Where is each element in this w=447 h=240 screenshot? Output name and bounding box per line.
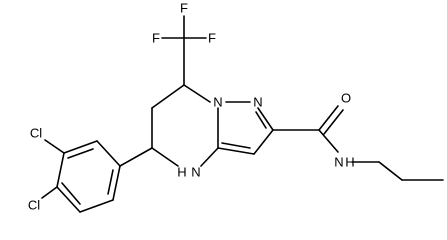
nitrogen-label: N	[191, 165, 200, 180]
bond	[119, 147, 153, 167]
bond	[257, 107, 274, 131]
bond	[323, 109, 344, 135]
bond	[200, 147, 219, 167]
bond	[79, 199, 114, 213]
bond	[318, 129, 339, 153]
bond	[183, 84, 211, 103]
bond	[63, 140, 98, 154]
bond	[217, 147, 255, 155]
bond	[67, 148, 94, 159]
bond	[255, 111, 267, 129]
fluorine-label: F	[152, 31, 160, 46]
bond	[107, 169, 114, 195]
bond	[96, 140, 121, 167]
bond	[56, 152, 65, 188]
bond	[318, 105, 339, 131]
bond	[56, 186, 81, 213]
hydrogen-label: H	[345, 155, 354, 170]
bond	[112, 165, 121, 201]
bond	[151, 147, 179, 167]
bond	[221, 142, 251, 149]
oxygen-label: O	[341, 91, 351, 106]
fluorine-label: F	[180, 1, 188, 16]
bond	[253, 129, 274, 155]
chlorine-label: Cl	[30, 126, 42, 141]
bond	[151, 84, 185, 109]
fluorine-label: F	[208, 31, 216, 46]
nitrogen-label: N	[213, 95, 222, 110]
bond	[41, 186, 58, 199]
hydrogen-label: H	[177, 165, 186, 180]
bonds	[41, 15, 444, 213]
nitrogen-label: N	[253, 95, 262, 110]
atom-labels: F F F N N H N O N H Cl Cl	[28, 1, 355, 213]
nitrogen-label: N	[334, 155, 343, 170]
bond	[61, 182, 81, 205]
bond	[44, 139, 65, 154]
bond	[378, 161, 403, 181]
chlorine-label: Cl	[28, 198, 40, 213]
